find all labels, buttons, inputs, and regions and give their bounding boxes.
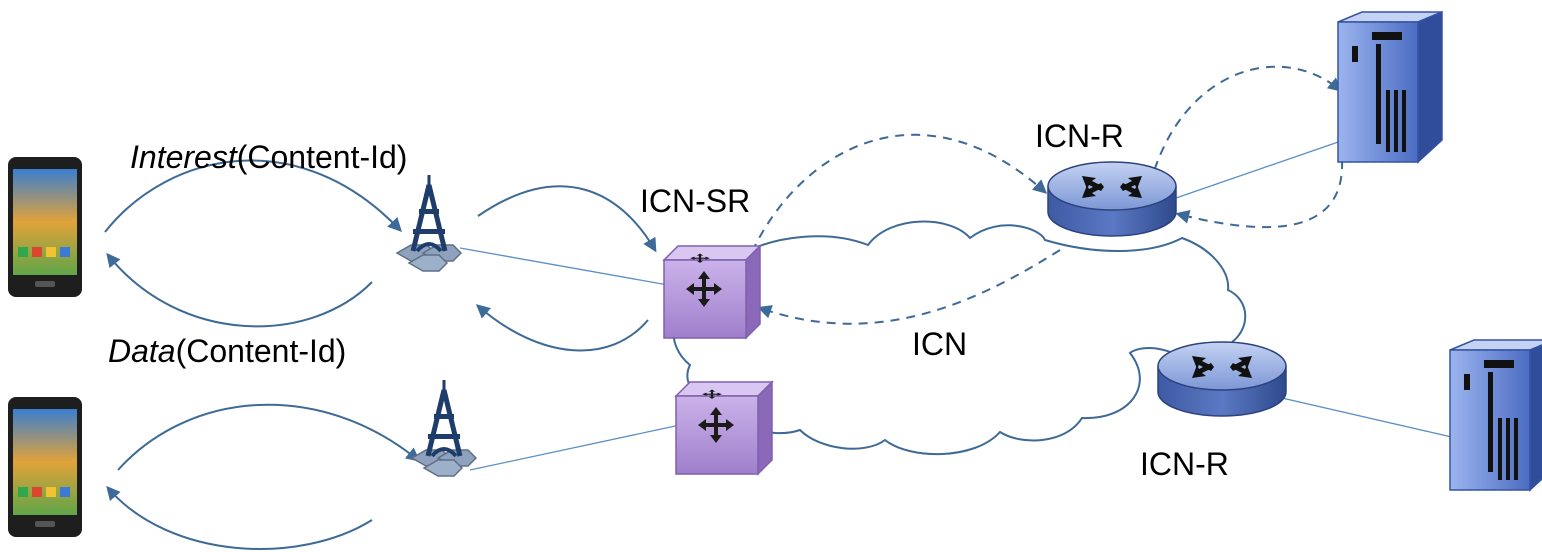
icn-cloud-label: ICN [912, 326, 967, 362]
dashed-router-to-server [1149, 65, 1343, 186]
flow-arrows [104, 159, 657, 550]
network-links [459, 139, 1457, 471]
icn-switch-icon [663, 245, 761, 339]
icn-router-icon [1157, 341, 1287, 417]
link-router1-server1 [1175, 139, 1345, 199]
dashed-switch-to-router [751, 133, 1048, 253]
data-arrow-tower-to-phone [106, 252, 373, 328]
icn-sr-label: ICN-SR [640, 183, 750, 219]
interest-label: Interest(Content-Id) [130, 139, 407, 175]
data-arrow-switch-to-tower [475, 304, 649, 352]
dashed-server-to-router [1175, 159, 1344, 229]
icn-dashed-paths [751, 65, 1344, 325]
data-label: Data(Content-Id) [108, 333, 346, 369]
server-icon [1449, 339, 1542, 491]
smartphone-icon [8, 397, 82, 537]
dashed-router-to-switch [757, 249, 1061, 325]
link-tower1-switch1 [459, 247, 669, 286]
icn-switch-icon [675, 381, 773, 475]
antenna-tower-icon [412, 380, 476, 476]
icn-router-icon [1047, 161, 1177, 237]
server-icon [1337, 11, 1443, 163]
arrow-tower2-to-phone2 [106, 485, 373, 550]
arrow-phone2-to-tower2 [117, 403, 421, 471]
link-router2-server2 [1281, 397, 1457, 439]
interest-arrow-phone-to-tower [104, 159, 402, 233]
interest-arrow-tower-to-switch [477, 185, 657, 253]
link-tower2-switch2 [469, 424, 681, 471]
smartphone-icon [8, 157, 82, 297]
icn-r-bottom-label: ICN-R [1140, 446, 1229, 482]
antenna-tower-icon [397, 175, 461, 271]
icn-r-top-label: ICN-R [1035, 118, 1124, 154]
